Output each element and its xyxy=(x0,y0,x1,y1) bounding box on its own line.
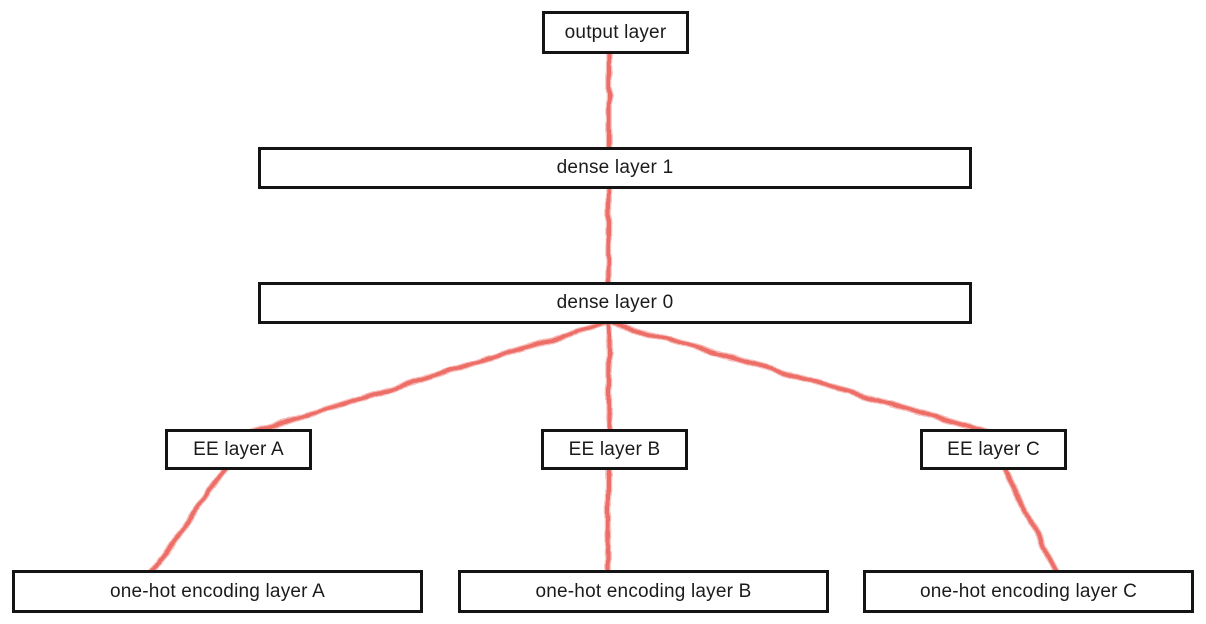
node-dense-layer-0-label: dense layer 0 xyxy=(556,292,674,313)
node-ee-layer-c-label: EE layer C xyxy=(947,438,1040,460)
node-onehot-encoding-layer-b-label: one-hot encoding layer B xyxy=(535,580,752,602)
edge-dense0-ee-a xyxy=(244,318,613,437)
node-ee-layer-b-label: EE layer B xyxy=(568,438,661,460)
node-onehot-encoding-layer-b: one-hot encoding layer B xyxy=(458,570,829,613)
node-dense-layer-0: dense layer 0 xyxy=(258,282,972,324)
node-onehot-encoding-layer-a: one-hot encoding layer A xyxy=(12,570,423,613)
node-onehot-encoding-layer-a-label: one-hot encoding layer A xyxy=(109,580,325,602)
node-onehot-encoding-layer-c: one-hot encoding layer C xyxy=(863,570,1194,613)
edge-ee-c-onehot-c xyxy=(999,463,1061,577)
node-ee-layer-a-label: EE layer A xyxy=(193,438,284,460)
edge-ee-a-onehot-a xyxy=(148,463,230,577)
node-ee-layer-c: EE layer C xyxy=(920,429,1067,470)
node-ee-layer-b: EE layer B xyxy=(541,429,688,470)
node-output-layer: output layer xyxy=(542,11,689,54)
node-ee-layer-a: EE layer A xyxy=(165,429,312,470)
node-dense-layer-1-label: dense layer 1 xyxy=(556,157,674,178)
node-output-layer-label: output layer xyxy=(564,21,667,43)
edge-dense0-ee-c xyxy=(605,318,994,437)
node-dense-layer-1: dense layer 1 xyxy=(258,147,972,189)
node-onehot-encoding-layer-c-label: one-hot encoding layer C xyxy=(919,580,1138,602)
